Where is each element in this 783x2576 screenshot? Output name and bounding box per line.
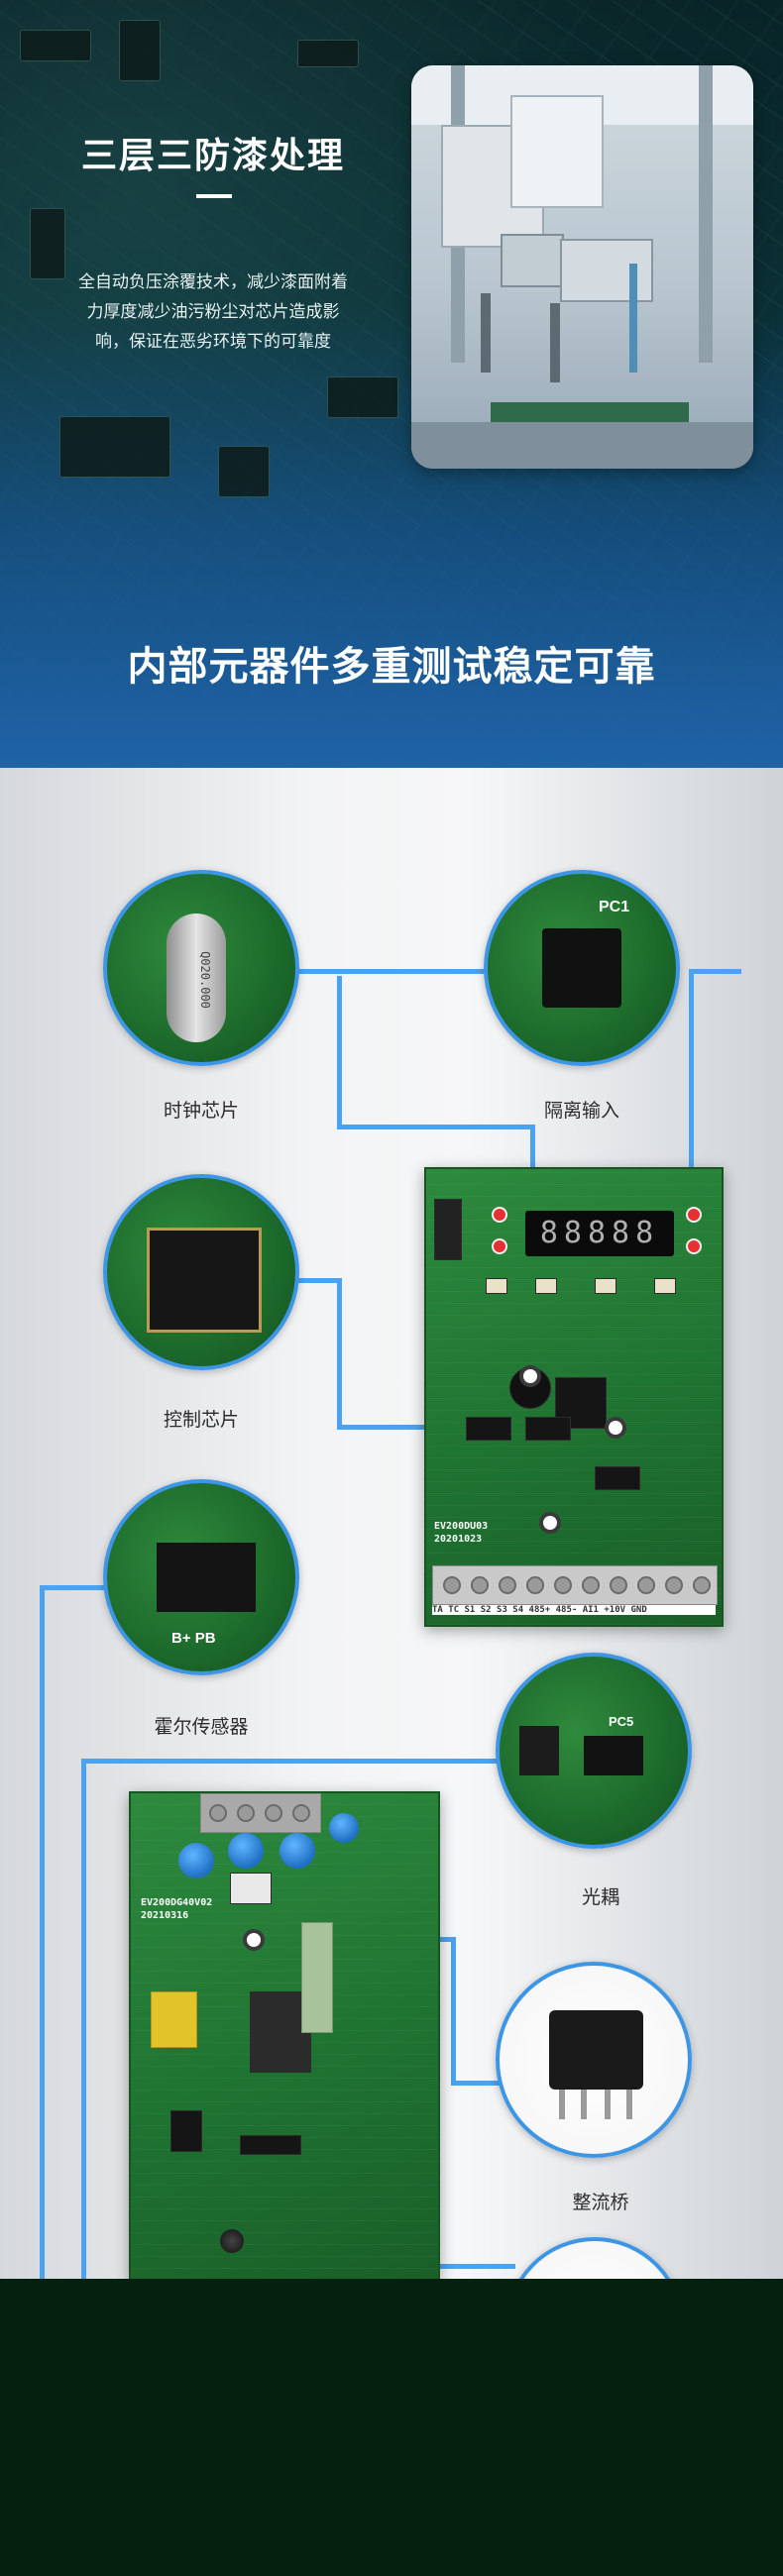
connector-line: [451, 2081, 505, 2086]
isolation-input-label: 隔离输入: [543, 1101, 619, 1122]
power-board: EV200DG40V02 20210316: [129, 1791, 440, 2283]
crystal-component: [167, 913, 226, 1042]
rectifier-bridge-label: 整流桥: [572, 2193, 629, 2213]
connector: [230, 1873, 272, 1904]
capacitor: [329, 1813, 359, 1843]
optocoupler-chip: [584, 1736, 643, 1775]
pcb-chip-decoration: [30, 208, 65, 279]
pcb-chip-decoration: [59, 416, 170, 478]
connector-line: [692, 969, 741, 974]
capacitor: [280, 1833, 315, 1869]
optocoupler-chip: [542, 928, 621, 1008]
desc-line: 响，保证在恶劣环境下的可靠度: [95, 332, 331, 351]
connector-line: [451, 1937, 456, 2086]
callout-dot: [605, 1417, 626, 1439]
desc-line: 力厚度减少油污粉尘对芯片造成影: [86, 302, 340, 321]
terminal-labels: TA TC S1 S2 S3 S4 485+ 485- AI1 +10V GND: [432, 1605, 716, 1615]
ic-chip: [170, 2110, 202, 2152]
pcb-chip-decoration: [218, 446, 270, 497]
desc-line: 全自动负压涂覆技术，减少漆面附着: [78, 272, 348, 291]
coating-description: 全自动负压涂覆技术，减少漆面附着 力厚度减少油污粉尘对芯片造成影 响，保证在恶劣…: [50, 268, 377, 357]
red-led: [686, 1238, 702, 1254]
connector-line: [337, 976, 342, 1125]
button: [595, 1278, 616, 1294]
pin-header: [434, 1199, 462, 1260]
top-banner: 三层三防漆处理 全自动负压涂覆技术，减少漆面附着 力厚度减少油污粉尘对芯片造成影…: [0, 0, 783, 768]
red-led: [492, 1238, 507, 1254]
bottom-dark-band: [0, 2279, 783, 2576]
ic-chip: [525, 1417, 571, 1441]
power-terminal: [200, 1793, 321, 1833]
coating-title: 三层三防漆处理: [80, 135, 345, 175]
connector-line: [287, 969, 530, 974]
coating-machine-photo: [411, 65, 753, 469]
capacitor: [228, 1833, 264, 1869]
title-underline: [196, 194, 232, 198]
callout-dot: [519, 1365, 541, 1387]
connector-line: [81, 1759, 86, 2279]
control-board: 88888 EV200DU03 20201023 TA TC S1 S2 S3 …: [424, 1167, 724, 1627]
pcb-chip-decoration: [20, 30, 91, 61]
red-led: [686, 1207, 702, 1223]
board-model: EV200DG40V02: [141, 1897, 213, 1908]
hall-sensor-label: 霍尔传感器: [154, 1717, 249, 1738]
pcb-chip-decoration: [327, 376, 398, 418]
connector-line: [81, 1759, 498, 1764]
crystal-marking: Q020.000: [197, 951, 212, 1009]
relay: [250, 1991, 311, 2073]
pcb-chip-decoration: [297, 40, 359, 67]
board-date: 20201023: [434, 1534, 483, 1545]
red-led: [492, 1207, 507, 1223]
optocoupler-circle: PC5: [496, 1653, 692, 1849]
qfp-chip: [147, 1228, 262, 1333]
isolation-input-circle: PC1: [484, 870, 680, 1066]
rectifier-bridge-circle: [496, 1962, 692, 2158]
board-date: 20210316: [141, 1910, 189, 1921]
electrolytic-capacitor: [220, 2229, 244, 2253]
seven-segment-display: 88888: [525, 1211, 674, 1256]
clock-chip-label: 时钟芯片: [163, 1101, 239, 1122]
connector-line: [337, 1125, 535, 1129]
hall-sensor-chip: [466, 1417, 511, 1441]
chip-marking: PC5: [609, 1714, 634, 1729]
button: [486, 1278, 507, 1294]
pcb-chip-decoration: [119, 20, 161, 81]
mcu-chip: [555, 1377, 607, 1429]
main-heading: 内部元器件多重测试稳定可靠: [127, 645, 656, 689]
terminal-block: [432, 1565, 718, 1605]
chip-marking: PC1: [599, 899, 630, 915]
yellow-capacitor: [151, 1991, 197, 2048]
button: [535, 1278, 557, 1294]
chip-marking: B+ PB: [171, 1630, 216, 1647]
hall-sensor-circle: B+ PB: [103, 1479, 299, 1675]
bridge-rectifier-component: [549, 2010, 643, 2090]
button: [654, 1278, 676, 1294]
control-chip-circle: [103, 1174, 299, 1370]
capacitor: [178, 1843, 214, 1878]
soic-chip: [157, 1543, 256, 1612]
clock-chip-circle: Q020.000: [103, 870, 299, 1066]
connector-line: [40, 1585, 119, 1590]
connector-line: [337, 1278, 342, 1427]
callout-dot: [243, 1929, 265, 1951]
power-resistor: [301, 1922, 333, 2033]
ic-chip: [240, 2135, 301, 2155]
sot-chip: [519, 1726, 559, 1775]
connector-line: [40, 1585, 45, 2279]
callout-dot: [539, 1512, 561, 1534]
ic-chip: [595, 1466, 640, 1490]
optocoupler-label: 光耦: [581, 1887, 619, 1908]
board-model: EV200DU03: [434, 1521, 489, 1532]
control-chip-label: 控制芯片: [163, 1410, 239, 1431]
connector-line: [297, 1278, 342, 1283]
